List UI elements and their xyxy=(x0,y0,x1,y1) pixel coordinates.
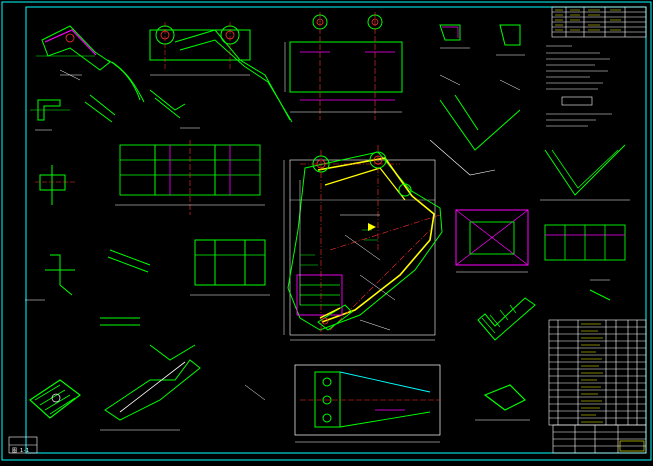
detail-hatched-gusset xyxy=(475,289,611,421)
weld-leaders xyxy=(35,69,610,401)
stamp-label: 图 1-1 xyxy=(12,448,29,454)
detail-gussets xyxy=(429,94,630,261)
detail-pin-section xyxy=(284,12,403,120)
title-block xyxy=(552,424,647,454)
detail-rib-assembly xyxy=(115,140,265,215)
detail-bottom-plan xyxy=(294,364,441,443)
detail-boom-plan xyxy=(149,22,293,123)
drawing-stamp: 图 1-1 xyxy=(8,436,38,454)
bucket-tooth-region xyxy=(296,274,353,331)
detail-arm-profile xyxy=(36,25,145,103)
parts-list-table xyxy=(548,319,647,426)
detail-left-plates xyxy=(25,89,186,301)
detail-tooth-adapters xyxy=(29,344,201,431)
revision-table xyxy=(551,6,647,38)
detail-cross-section xyxy=(455,209,529,273)
detail-corner-sections xyxy=(439,24,525,56)
technical-notes xyxy=(546,45,612,127)
detail-box-section xyxy=(100,239,270,326)
main-elevation-view xyxy=(283,145,443,341)
